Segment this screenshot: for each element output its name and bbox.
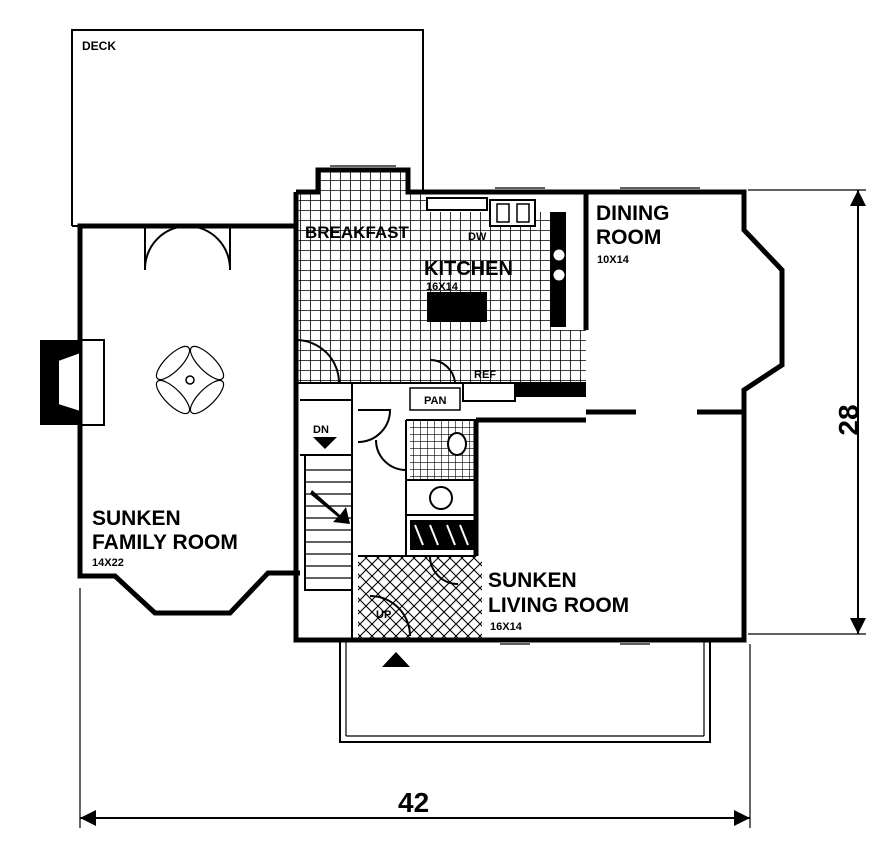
living-size: 16X14: [490, 621, 523, 633]
kitchen-size: 16X14: [426, 281, 459, 293]
down-arrow-icon: [313, 437, 337, 449]
family-label-line2: FAMILY ROOM: [92, 531, 238, 554]
windows: [330, 165, 700, 645]
bath-tile-floor: [410, 420, 476, 480]
kitchen-label: KITCHEN: [424, 258, 513, 280]
dishwasher-label: DW: [468, 231, 487, 243]
dimension-width: [79, 588, 751, 828]
dimension-depth: [748, 189, 866, 635]
bath-fixtures: [410, 432, 474, 550]
family-label-line1: SUNKEN: [92, 507, 181, 530]
dining-label-line1: DINING: [596, 202, 670, 225]
living-label-line1: SUNKEN: [488, 569, 577, 592]
depth-dimension-label: 28: [833, 404, 864, 435]
french-doors: [143, 225, 232, 271]
porch: [339, 640, 711, 743]
refrigerator-label: REF: [474, 369, 496, 381]
family-size: 14X22: [92, 557, 124, 569]
dining-size: 10X14: [597, 254, 630, 266]
deck-label: DECK: [82, 39, 116, 53]
width-dimension-label: 42: [398, 787, 429, 818]
fireplace: [40, 339, 105, 426]
stairs: [304, 454, 353, 591]
pantry-label: PAN: [424, 395, 446, 407]
living-label-line2: LIVING ROOM: [488, 594, 629, 617]
exterior-walls: [77, 167, 785, 643]
up-label: UP: [376, 609, 391, 621]
ceiling-fan: [155, 345, 225, 415]
doors: [295, 339, 459, 637]
dining-label-line2: ROOM: [596, 226, 661, 249]
entry-arrow-icon: [382, 652, 410, 667]
down-label: DN: [313, 424, 329, 436]
breakfast-label: BREAKFAST: [305, 223, 410, 242]
kitchen-fixtures: [409, 197, 586, 411]
